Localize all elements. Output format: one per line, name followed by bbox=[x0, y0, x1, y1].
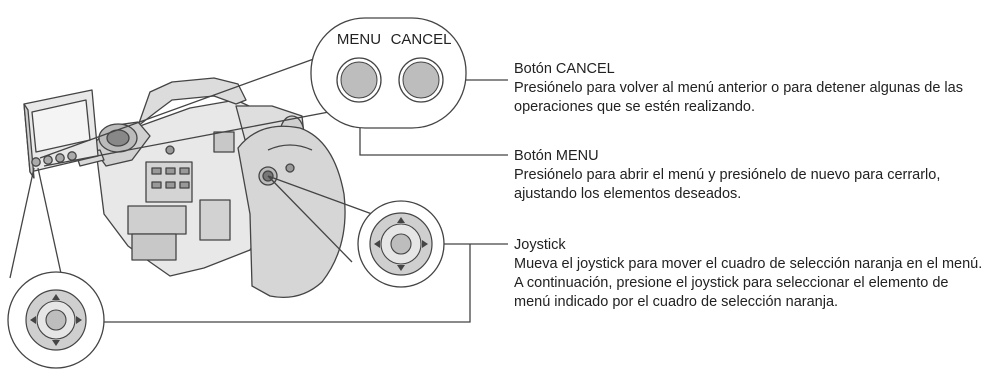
arrow-down-icon bbox=[397, 265, 405, 271]
joystick-description-title: Joystick bbox=[514, 237, 566, 253]
cancel-button[interactable] bbox=[398, 57, 444, 103]
joystick-icon[interactable] bbox=[369, 212, 433, 276]
arrow-left-icon bbox=[374, 240, 380, 248]
cancel-description-title: Botón CANCEL bbox=[514, 61, 615, 77]
cancel-description: Botón CANCEL Presiónelo para volver al m… bbox=[514, 60, 984, 117]
menu-button-label: MENU bbox=[337, 31, 381, 48]
grip-joystick-connector bbox=[267, 175, 373, 215]
arrow-down-icon bbox=[52, 340, 60, 346]
arrow-up-icon bbox=[397, 217, 405, 223]
arrow-right-icon bbox=[422, 240, 428, 248]
cancel-button-label: CANCEL bbox=[391, 31, 452, 48]
joystick-description: Joystick Mueva el joystick para mover el… bbox=[514, 236, 984, 312]
arrow-up-icon bbox=[52, 294, 60, 300]
arrow-right-icon bbox=[76, 316, 82, 324]
monitor-joystick-connector-right bbox=[37, 167, 63, 279]
menu-bubble-connector-upper bbox=[39, 55, 323, 159]
menu-description-body: Presiónelo para abrir el menú y presióne… bbox=[514, 167, 941, 202]
leader-lines bbox=[9, 55, 508, 323]
menu-cancel-bubble: MENU CANCEL bbox=[310, 17, 467, 129]
menu-button[interactable] bbox=[336, 57, 382, 103]
grip-joystick-connector-lower bbox=[267, 175, 353, 263]
monitor-joystick-bubble bbox=[7, 271, 105, 369]
grip-joystick-bubble bbox=[357, 200, 445, 288]
monitor-joystick-leader-line bbox=[86, 244, 471, 323]
menu-description: Botón MENU Presiónelo para abrir el menú… bbox=[514, 147, 984, 204]
monitor-joystick-connector-left bbox=[9, 167, 35, 279]
menu-description-title: Botón MENU bbox=[514, 148, 599, 164]
joystick-description-body: Mueva el joystick para mover el cuadro d… bbox=[514, 256, 983, 310]
joystick-icon[interactable] bbox=[25, 289, 87, 351]
cancel-description-body: Presiónelo para volver al menú anterior … bbox=[514, 80, 963, 115]
camera-illustration bbox=[23, 77, 346, 299]
arrow-left-icon bbox=[30, 316, 36, 324]
menu-bubble-connector-lower bbox=[43, 107, 351, 167]
